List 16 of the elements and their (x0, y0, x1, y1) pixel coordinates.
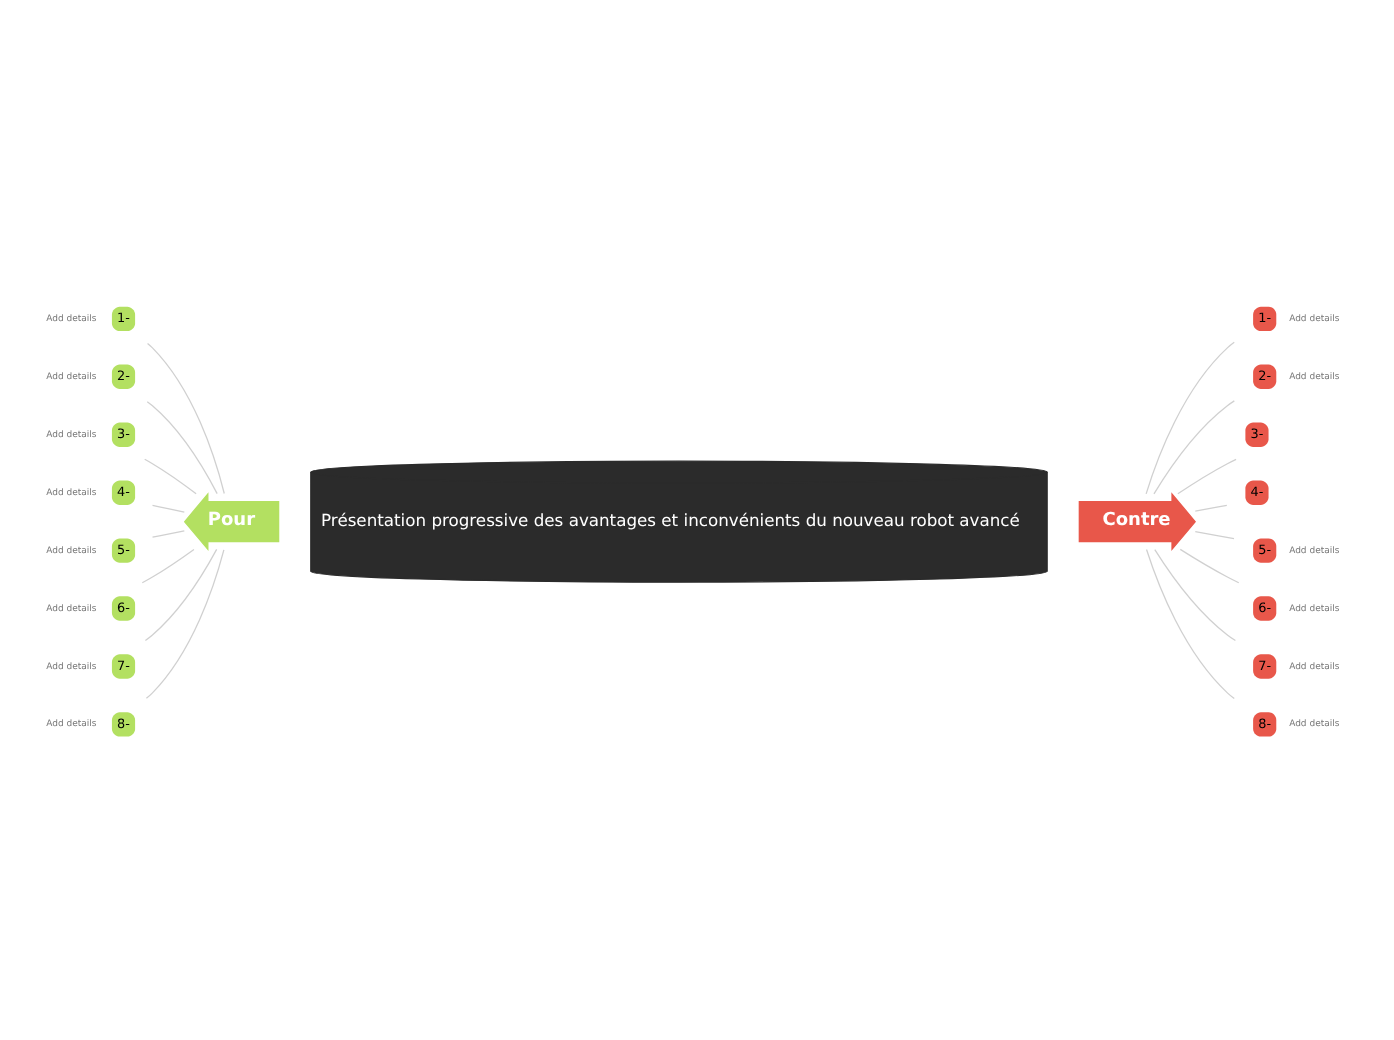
connector (1154, 547, 1237, 641)
connector (1145, 340, 1235, 494)
connector (151, 503, 185, 512)
connector (151, 529, 185, 537)
connector (1145, 547, 1235, 699)
connector (1179, 547, 1240, 583)
connector (145, 548, 225, 698)
connector (1194, 530, 1235, 539)
connector (144, 457, 197, 494)
connector (144, 547, 218, 641)
connector (141, 547, 195, 583)
connector (1153, 399, 1235, 494)
connector (146, 341, 225, 494)
connector (1194, 503, 1228, 511)
connector (146, 400, 218, 494)
connector (1177, 457, 1237, 494)
